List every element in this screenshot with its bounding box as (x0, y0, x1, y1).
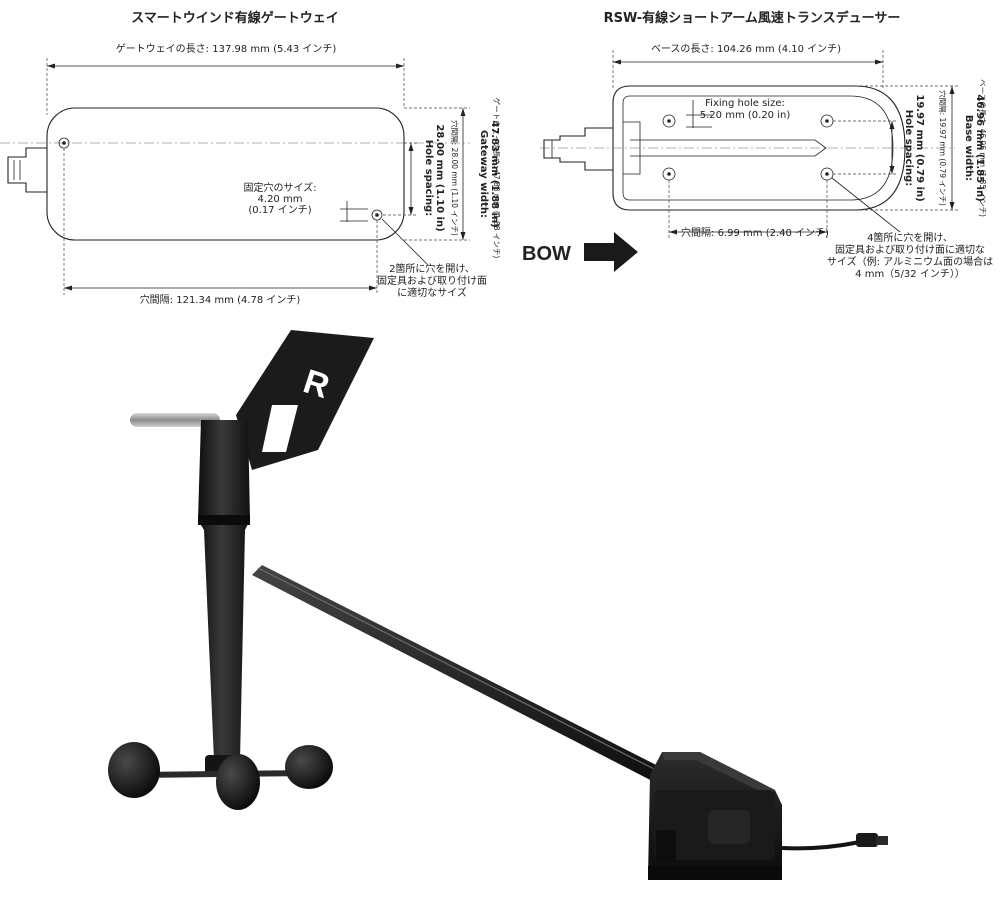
transducer-diagram: RSW-有線ショートアーム風速トランスデューサー ベースの長さ: 104.26 … (522, 10, 993, 280)
transducer-note-line4: 4 mm（5/32 インチ）） (855, 268, 965, 280)
transducer-note-line2: 固定具および取り付け面に適切な (835, 243, 985, 256)
gateway-width-line1: Gateway width: (478, 130, 489, 218)
cup-center (216, 754, 260, 810)
gateway-width-jp: ゲートウェイの長さ: 47.83 mm (1.88 インチ) (492, 98, 501, 259)
gateway-hole-size-line1: 固定穴のサイズ: (243, 181, 316, 194)
gateway-hole-pitch-label: 穴間隔: 121.34 mm (4.78 インチ) (140, 293, 301, 306)
gateway-hole-size-line3: (0.17 インチ) (248, 204, 311, 216)
transducer-fix-line1: Fixing hole size: (705, 98, 785, 109)
transducer-body (198, 420, 250, 760)
transducer-note-line3: サイズ（例: アルミニウム面の場合は (827, 255, 993, 268)
transducer-spacing-line2: 19.97 mm (0.79 in) (914, 94, 925, 201)
transducer-hole-bl (662, 167, 676, 181)
gateway-hole-size-line2: 4.20 mm (258, 194, 303, 205)
transducer-width-line1: Base width: (963, 115, 974, 181)
transducer-width-jp: ベースの長さ: 46.96 mm (1.85 インチ) (978, 79, 987, 217)
transducer-fix-line2: 5.20 mm (0.20 in) (700, 110, 791, 121)
transducer-hole-tr (820, 114, 834, 128)
gateway-length-label: ゲートウェイの長さ: 137.98 mm (5.43 インチ) (116, 43, 337, 55)
transducer-length-label: ベースの長さ: 104.26 mm (4.10 インチ) (651, 43, 841, 55)
transducer-base-outline (612, 85, 906, 211)
transducer-spacing-line1: Hole spacing: (903, 110, 914, 186)
gateway-note-line2: 固定具および取り付け面 (377, 274, 487, 287)
transducer-hole-pitch-label: 穴間隔: 6.99 mm (2.40 インチ) (681, 226, 829, 239)
transducer-width-line2: 46.96 mm (1.85 in) (974, 94, 985, 201)
cup-left (108, 742, 160, 798)
transducer-cable-connector (543, 127, 613, 171)
cup-right (285, 745, 333, 789)
transducer-arm (252, 565, 670, 786)
bow-label: BOW (522, 243, 571, 265)
gateway-width-line2: 47.83 mm (1.88 in) (489, 120, 500, 227)
bow-arrow (584, 232, 638, 272)
transducer-hole-br (820, 167, 834, 181)
gateway-spacing-line2: 28.00 mm (1.10 in) (434, 124, 445, 231)
gateway-spacing-jp: 穴間隔: 28.00 mm (1.10 インチ) (450, 120, 460, 236)
transducer-mount-base (648, 752, 888, 880)
gateway-spacing-line1: Hole spacing: (423, 140, 434, 216)
gateway-cable-connector (7, 147, 47, 193)
transducer-hole-tl (662, 114, 676, 128)
transducer-title: RSW-有線ショートアーム風速トランスデューサー (604, 10, 901, 26)
gateway-title: スマートウインド有線ゲートウェイ (131, 10, 339, 26)
gateway-hole-right (371, 209, 383, 221)
gateway-diagram: スマートウインド有線ゲートウェイ ゲートウェイの長さ: 137.98 mm (5… (0, 10, 501, 306)
gateway-note-line3: に適切なサイズ (397, 286, 467, 299)
transducer-rod (130, 413, 220, 427)
gateway-body-outline (46, 107, 405, 241)
transducer-spacing-jp: 穴間隔: 19.97 mm (0.79 インチ) (938, 90, 948, 206)
wind-transducer-illustration: R (108, 330, 888, 880)
transducer-note-line1: 4箇所に穴を開け、 (867, 231, 953, 244)
gateway-note-line1: 2箇所に穴を開け、 (389, 262, 475, 275)
